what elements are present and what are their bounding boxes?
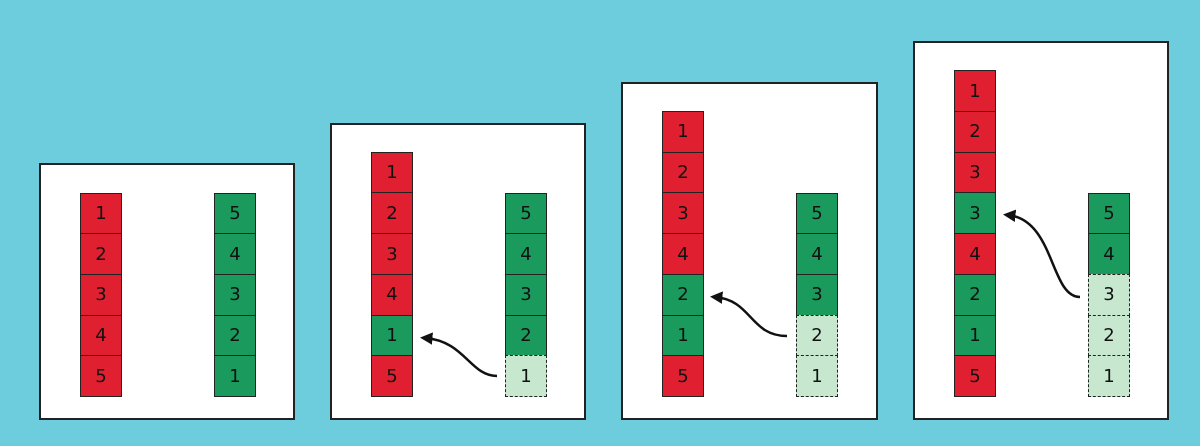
red-block: 1: [371, 151, 413, 194]
red-block: 1: [662, 111, 704, 153]
ghost-block: 2: [1088, 314, 1130, 357]
green-block: 2: [954, 273, 996, 316]
green-block: 4: [214, 233, 256, 275]
green-block: 2: [214, 314, 256, 357]
green-block: 5: [214, 192, 256, 235]
red-block: 5: [954, 355, 996, 397]
green-block: 5: [796, 192, 838, 235]
red-block: 1: [80, 192, 122, 235]
green-block: 2: [505, 314, 547, 357]
red-block: 2: [80, 233, 122, 275]
red-block: 1: [954, 70, 996, 113]
red-block: 2: [371, 192, 413, 235]
green-block: 1: [371, 314, 413, 357]
green-block: 1: [954, 314, 996, 357]
panel-step-4: [913, 41, 1169, 420]
red-block: 3: [662, 192, 704, 235]
red-block: 5: [662, 355, 704, 397]
red-block: 3: [80, 273, 122, 316]
green-block: 3: [214, 273, 256, 316]
red-block: 2: [954, 111, 996, 153]
green-block: 4: [1088, 233, 1130, 275]
red-block: 2: [662, 151, 704, 194]
green-block: 3: [796, 273, 838, 316]
red-block: 3: [954, 151, 996, 194]
green-block: 5: [1088, 192, 1130, 235]
panel-step-1: [39, 163, 295, 420]
green-block: 5: [505, 192, 547, 235]
ghost-block: 1: [796, 355, 838, 397]
green-block: 1: [662, 314, 704, 357]
green-block: 3: [505, 273, 547, 316]
red-block: 4: [80, 314, 122, 357]
ghost-block: 1: [1088, 355, 1130, 397]
ghost-block: 2: [796, 314, 838, 357]
green-block: 2: [662, 273, 704, 316]
ghost-block: 3: [1088, 273, 1130, 316]
green-block: 4: [796, 233, 838, 275]
green-block: 3: [954, 192, 996, 235]
ghost-block: 1: [505, 355, 547, 397]
green-block: 4: [505, 233, 547, 275]
red-block: 5: [80, 355, 122, 397]
panel-step-2: [330, 123, 586, 420]
red-block: 5: [371, 355, 413, 397]
red-block: 4: [662, 233, 704, 275]
red-block: 4: [371, 273, 413, 316]
red-block: 3: [371, 233, 413, 275]
panel-step-3: [621, 82, 878, 420]
red-block: 4: [954, 233, 996, 275]
green-block: 1: [214, 355, 256, 397]
